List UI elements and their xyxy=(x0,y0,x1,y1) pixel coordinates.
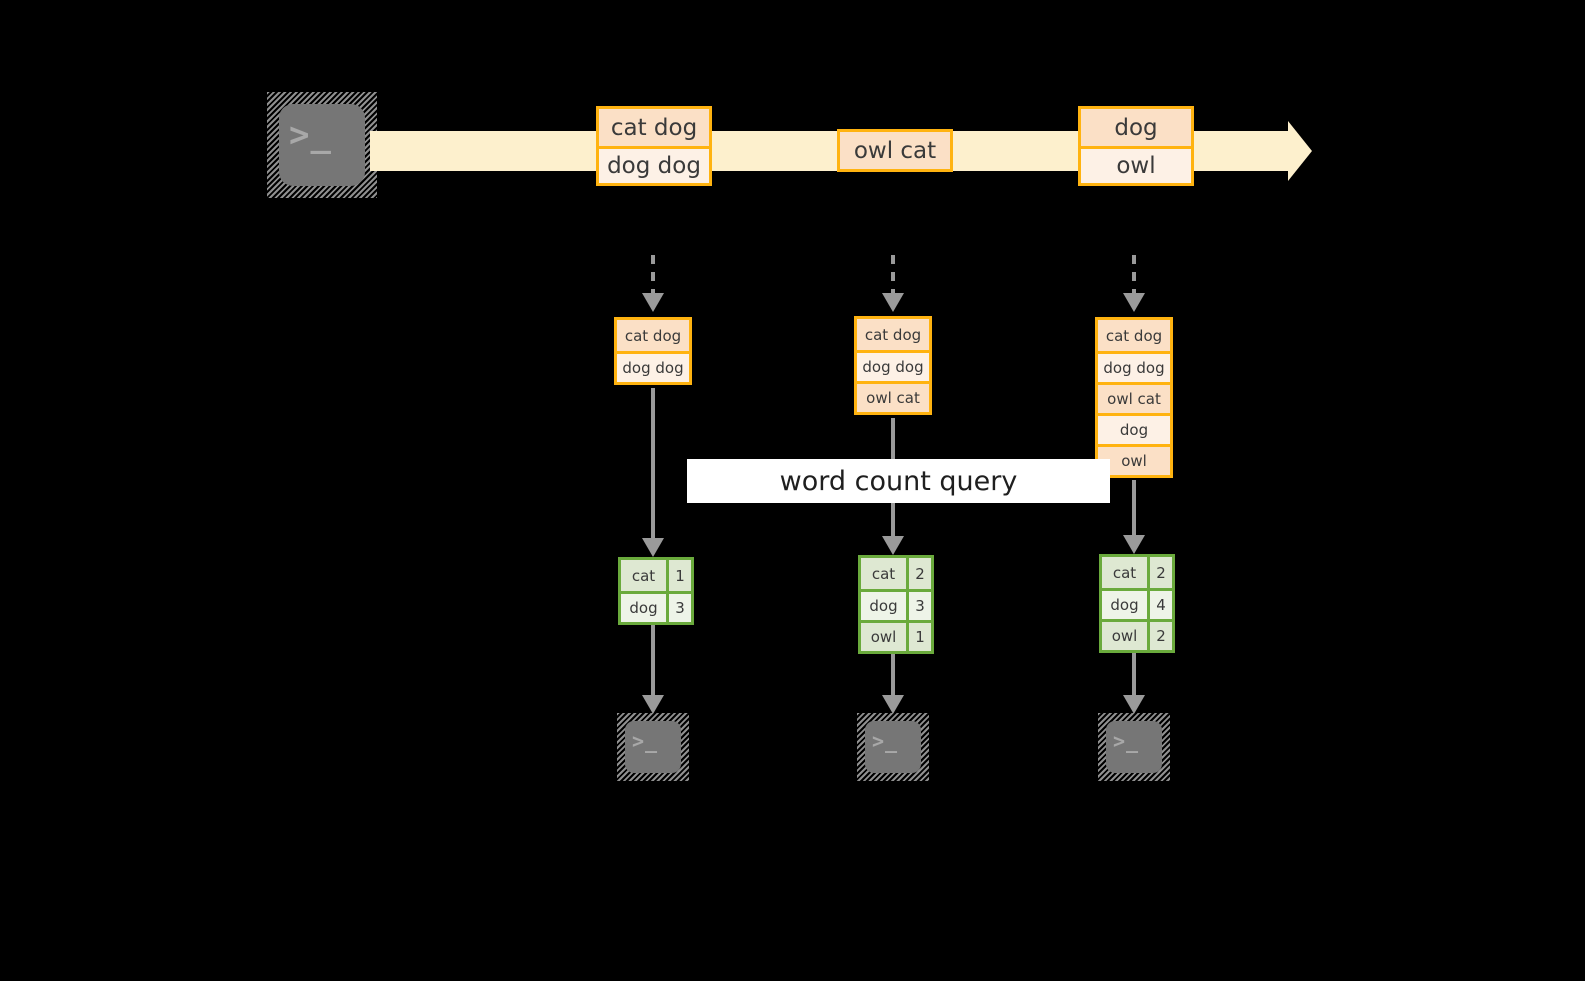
result-count: 1 xyxy=(666,560,691,591)
batch-to-result-arrowhead-icon-2 xyxy=(882,536,904,555)
result-count: 3 xyxy=(906,592,931,620)
batch-row: dog dog xyxy=(1098,351,1170,382)
batch-to-result-connector-3 xyxy=(1132,480,1136,538)
result-count: 2 xyxy=(1147,622,1172,650)
result-count: 4 xyxy=(1147,591,1172,619)
result-to-sink-connector-1 xyxy=(651,625,655,697)
stream-to-batch-arrowhead-icon-1 xyxy=(642,293,664,312)
batch-table-3: cat dog dog dog owl cat dog owl xyxy=(1095,317,1173,478)
result-to-sink-arrowhead-icon-3 xyxy=(1123,695,1145,714)
terminal-prompt-glyph: >_ xyxy=(289,115,332,155)
result-word: dog xyxy=(861,592,906,620)
batch-table-2: cat dog dog dog owl cat xyxy=(854,316,932,415)
stream-to-batch-connector-1 xyxy=(651,255,655,295)
stream-group-3: dog owl xyxy=(1078,106,1194,186)
result-row: dog 3 xyxy=(621,591,691,622)
stream-to-batch-arrowhead-icon-2 xyxy=(882,293,904,312)
result-row: dog 4 xyxy=(1102,588,1172,619)
terminal-prompt-glyph: >_ xyxy=(632,729,659,753)
batch-to-result-connector-1 xyxy=(651,388,655,540)
stream-group-1: cat dog dog dog xyxy=(596,106,712,186)
result-row: cat 2 xyxy=(861,558,931,589)
result-count: 2 xyxy=(906,558,931,589)
result-to-sink-connector-2 xyxy=(891,654,895,697)
batch-to-result-arrowhead-icon-3 xyxy=(1123,535,1145,554)
stream-to-batch-connector-2 xyxy=(891,255,895,295)
result-row: owl 2 xyxy=(1102,619,1172,650)
result-word: cat xyxy=(621,560,666,591)
stream-to-batch-connector-3 xyxy=(1132,255,1136,295)
result-word: owl xyxy=(861,623,906,651)
stream-record: owl xyxy=(1081,146,1191,183)
sink-terminal-icon-3: >_ xyxy=(1098,713,1170,781)
batch-row: cat dog xyxy=(857,319,929,350)
result-table-1: cat 1 dog 3 xyxy=(618,557,694,625)
batch-row: dog dog xyxy=(857,350,929,381)
terminal-prompt-glyph: >_ xyxy=(1113,729,1140,753)
batch-table-1: cat dog dog dog xyxy=(614,317,692,385)
result-word: cat xyxy=(861,558,906,589)
terminal-body xyxy=(1106,721,1162,773)
result-word: dog xyxy=(621,594,666,622)
stream-record: cat dog xyxy=(599,109,709,146)
stream-record: dog dog xyxy=(599,146,709,183)
stream-to-batch-arrowhead-icon-3 xyxy=(1123,293,1145,312)
result-word: cat xyxy=(1102,557,1147,588)
terminal-prompt-glyph: >_ xyxy=(872,729,899,753)
result-count: 3 xyxy=(666,594,691,622)
result-row: cat 1 xyxy=(621,560,691,591)
terminal-body xyxy=(625,721,681,773)
result-word: dog xyxy=(1102,591,1147,619)
stream-record: owl cat xyxy=(840,132,950,169)
batch-row: cat dog xyxy=(617,320,689,351)
result-table-3: cat 2 dog 4 owl 2 xyxy=(1099,554,1175,653)
sink-terminal-icon-1: >_ xyxy=(617,713,689,781)
terminal-body xyxy=(279,104,365,186)
batch-to-result-arrowhead-icon-1 xyxy=(642,538,664,557)
result-count: 2 xyxy=(1147,557,1172,588)
result-word: owl xyxy=(1102,622,1147,650)
query-label-banner: word count query xyxy=(687,459,1110,503)
result-row: cat 2 xyxy=(1102,557,1172,588)
batch-row: dog dog xyxy=(617,351,689,382)
sink-terminal-icon-2: >_ xyxy=(857,713,929,781)
result-count: 1 xyxy=(906,623,931,651)
batch-row: cat dog xyxy=(1098,320,1170,351)
result-row: dog 3 xyxy=(861,589,931,620)
stream-group-2: owl cat xyxy=(837,129,953,172)
result-to-sink-arrowhead-icon-1 xyxy=(642,695,664,714)
result-row: owl 1 xyxy=(861,620,931,651)
result-to-sink-arrowhead-icon-2 xyxy=(882,695,904,714)
batch-row: owl cat xyxy=(857,381,929,412)
result-table-2: cat 2 dog 3 owl 1 xyxy=(858,555,934,654)
batch-row: owl xyxy=(1098,444,1170,475)
stream-record: dog xyxy=(1081,109,1191,146)
result-to-sink-connector-3 xyxy=(1132,653,1136,697)
batch-row: dog xyxy=(1098,413,1170,444)
source-terminal-icon: >_ xyxy=(267,92,377,198)
terminal-body xyxy=(865,721,921,773)
stream-arrow-head-icon xyxy=(1288,121,1312,181)
batch-row: owl cat xyxy=(1098,382,1170,413)
